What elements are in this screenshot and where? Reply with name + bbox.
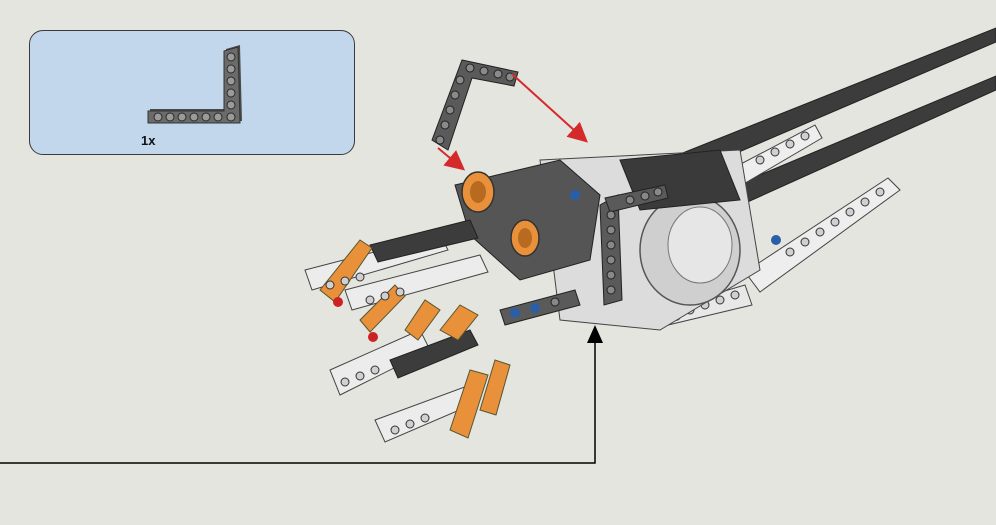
dark-connector-block [454,159,601,281]
new-bent-liftarm [431,59,519,151]
parts-list-box: 1x [29,30,355,155]
vertical-dark-liftarm [599,184,669,306]
connection-arrow [0,325,603,464]
bent-liftarm-icon [147,45,242,124]
part-quantity: 1x [141,133,156,148]
lower-dark-liftarm [499,190,581,326]
placement-arrow-right [511,73,588,143]
right-liftarms [659,124,901,326]
placement-arrow-left [437,147,466,171]
placement-arrows [437,73,588,171]
gripper-fingers [304,219,511,443]
